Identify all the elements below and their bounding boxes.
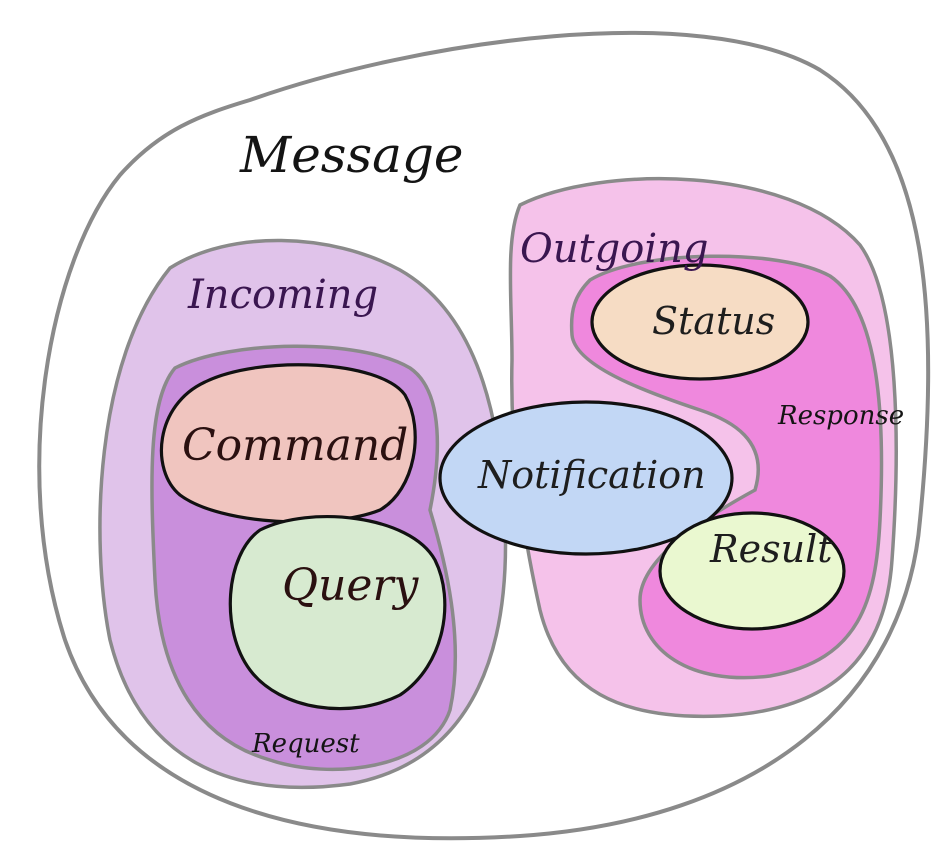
- command-shape: [159, 363, 417, 524]
- notification-label: Notification: [477, 453, 706, 497]
- status-shape: [590, 263, 810, 381]
- query-shape: [228, 515, 447, 711]
- status-label: Status: [652, 299, 775, 343]
- query-label: Query: [282, 560, 419, 611]
- response-label: Response: [777, 401, 904, 431]
- outgoing-label: Outgoing: [520, 226, 708, 272]
- notification-shape: [438, 400, 734, 556]
- command-label: Command: [182, 420, 408, 471]
- message-label: Message: [239, 126, 464, 184]
- result-label: Result: [709, 527, 833, 571]
- incoming-label: Incoming: [187, 272, 378, 318]
- message-boundary: [37, 30, 931, 841]
- result-shape: [658, 511, 846, 631]
- request-label: Request: [251, 729, 360, 759]
